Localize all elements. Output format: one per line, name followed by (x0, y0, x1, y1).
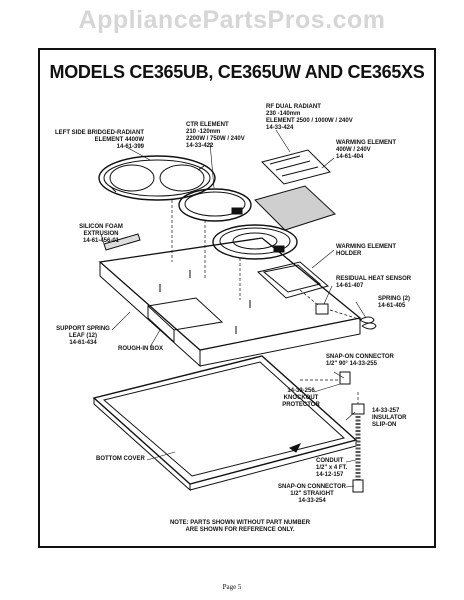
sensor-spring-drawing (315, 303, 377, 330)
mesh-pad-drawing (254, 185, 336, 231)
rf-dual-element-drawing (212, 224, 298, 260)
diagram-frame (38, 48, 436, 548)
warming-holder-drawing (256, 261, 330, 299)
chassis-tray-drawing (98, 237, 362, 368)
assembly-guide-lines (171, 200, 363, 404)
center-element-drawing (178, 188, 252, 222)
left-bridged-element-drawing (98, 155, 216, 201)
diagram-title: MODELS CE365UB, CE365UW AND CE365XS (49, 62, 425, 82)
page-number: Page 5 (222, 583, 242, 591)
silicon-foam-drawing (103, 233, 141, 251)
warming-element-drawing (261, 149, 331, 185)
footnote: NOTE: PARTS SHOWN WITHOUT PART NUMBER AR… (120, 520, 360, 534)
callout-leaders (100, 129, 367, 488)
footnote-line-2: ARE SHOWN FOR REFERENCE ONLY. (185, 527, 295, 533)
watermark: AppliancePartsPros.com (78, 6, 386, 34)
label-roughin-box: ROUGH-IN BOX (118, 346, 163, 352)
footnote-line-1: NOTE: PARTS SHOWN WITHOUT PART NUMBER (169, 520, 311, 526)
label-spring: SPRING (2)14-61-405 (378, 296, 411, 309)
label-bottom-cover: BOTTOM COVER (96, 456, 145, 462)
